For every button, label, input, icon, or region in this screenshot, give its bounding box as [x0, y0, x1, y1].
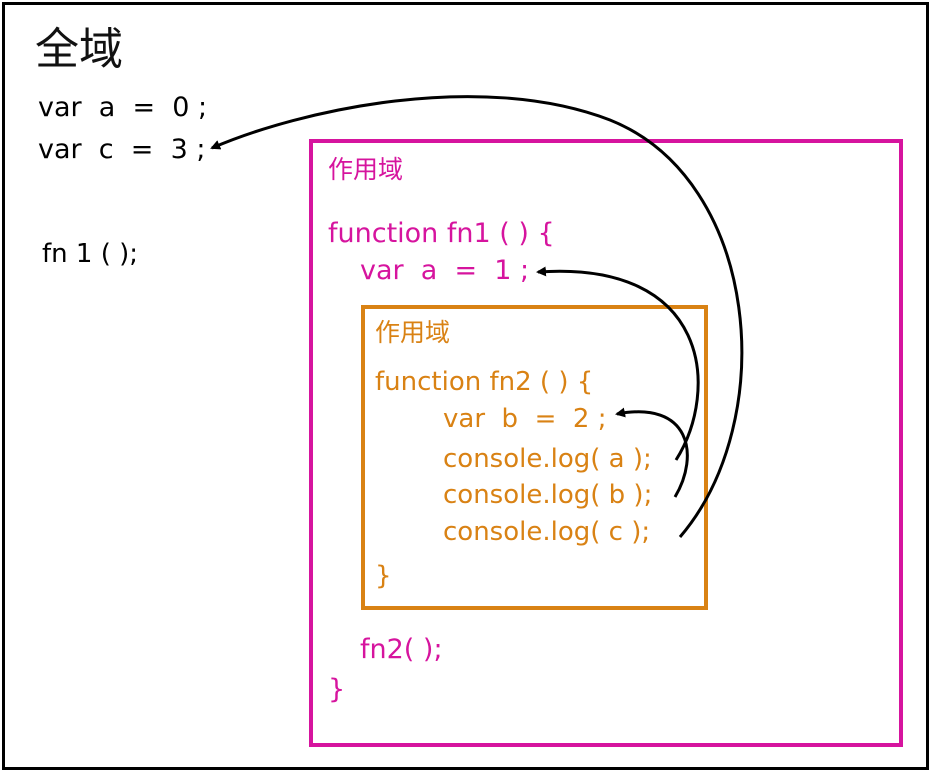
fn1-call-fn2: fn2( );	[360, 634, 443, 665]
fn1-scope-label: 作用域	[328, 155, 404, 184]
fn2-close-brace: }	[375, 561, 392, 591]
fn1-var-a: var a = 1 ;	[360, 255, 530, 286]
global-call-fn1: fn 1 ( );	[42, 239, 139, 269]
fn2-var-b: var b = 2 ;	[443, 404, 607, 434]
fn2-definition: function fn2 ( ) {	[375, 367, 594, 397]
fn2-log-a: console.log( a );	[443, 444, 652, 474]
fn2-scope-label: 作用域	[375, 318, 451, 347]
fn1-definition: function fn1 ( ) {	[328, 218, 555, 249]
fn1-close-brace: }	[328, 674, 346, 705]
global-var-a: var a = 0 ;	[38, 92, 208, 123]
fn2-log-c: console.log( c );	[443, 517, 651, 547]
fn2-log-b: console.log( b );	[443, 480, 653, 510]
global-var-c: var c = 3 ;	[38, 134, 206, 165]
global-scope-title: 全域	[35, 24, 123, 75]
